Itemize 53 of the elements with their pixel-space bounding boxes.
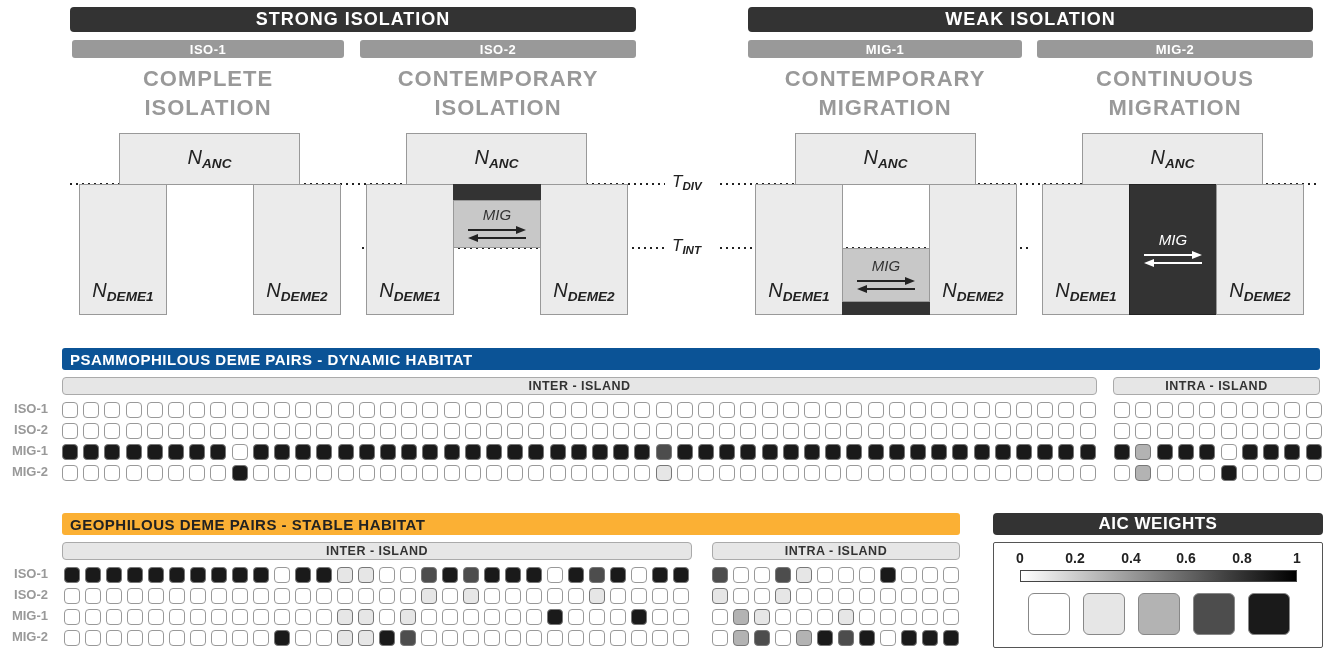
migration-bar xyxy=(842,302,930,315)
model-tab: ISO-2 xyxy=(360,40,636,58)
scale-tick-label: 1 xyxy=(1293,550,1301,566)
group-header: INTER - ISLAND xyxy=(62,377,1097,395)
group-header: INTRA - ISLAND xyxy=(1113,377,1320,395)
population-box: N$_{DEME1}$ xyxy=(366,184,454,315)
migration-label: MIG xyxy=(482,205,512,223)
row-label: ISO-1 xyxy=(13,566,48,581)
migration-label: MIG xyxy=(1158,231,1188,248)
migration-box xyxy=(1129,184,1217,315)
model-title: COMPLETE ISOLATION xyxy=(141,65,275,122)
population-box: N$_{ANC}$ xyxy=(1082,133,1263,185)
population-box: N$_{DEME2}$ xyxy=(929,184,1017,315)
row-label: MIG-2 xyxy=(10,464,48,479)
population-box: N$_{DEME2}$ xyxy=(253,184,341,315)
model-group-header: WEAK ISOLATION xyxy=(748,7,1313,32)
model-tab: MIG-1 xyxy=(748,40,1022,58)
population-box: N$_{DEME1}$ xyxy=(1042,184,1130,315)
scale-tick-label: 0.8 xyxy=(1232,550,1252,566)
model-tab: MIG-2 xyxy=(1037,40,1313,58)
population-box: N$_{DEME1}$ xyxy=(755,184,843,315)
row-label: ISO-2 xyxy=(13,587,48,602)
scale-tick-label: 0 xyxy=(1016,550,1024,566)
section-header: GEOPHILOUS DEME PAIRS - STABLE HABITAT xyxy=(62,513,960,535)
model-group-header: STRONG ISOLATION xyxy=(70,7,636,32)
model-title: CONTEMPORARY ISOLATION xyxy=(396,65,600,122)
population-box: N$_{DEME2}$ xyxy=(540,184,628,315)
migration-box xyxy=(842,248,930,302)
scale-tick-label: 0.4 xyxy=(1121,550,1141,566)
row-label: ISO-1 xyxy=(13,401,48,416)
group-header: INTER - ISLAND xyxy=(62,542,692,560)
model-title: CONTEMPORARY MIGRATION xyxy=(783,65,987,122)
model-tab: ISO-1 xyxy=(72,40,344,58)
scale-tick-label: 0.2 xyxy=(1065,550,1085,566)
row-label: MIG-1 xyxy=(10,608,48,623)
migration-box xyxy=(453,200,541,248)
time-label: T$_{DIV}$ xyxy=(672,172,702,193)
migration-label: MIG xyxy=(871,256,901,274)
migration-bar xyxy=(453,184,541,200)
section-header: PSAMMOPHILOUS DEME PAIRS - DYNAMIC HABITAT xyxy=(62,348,1320,370)
time-label: T$_{INT}$ xyxy=(672,236,701,257)
row-label: ISO-2 xyxy=(13,422,48,437)
population-box: N$_{ANC}$ xyxy=(795,133,976,185)
scale-tick-label: 0.6 xyxy=(1176,550,1196,566)
population-box: N$_{DEME2}$ xyxy=(1216,184,1304,315)
model-title: CONTINUOUS MIGRATION xyxy=(1095,65,1255,122)
legend-header: AIC WEIGHTS xyxy=(993,513,1323,535)
row-label: MIG-1 xyxy=(10,443,48,458)
population-box: N$_{ANC}$ xyxy=(406,133,587,185)
population-box: N$_{ANC}$ xyxy=(119,133,300,185)
row-label: MIG-2 xyxy=(10,629,48,644)
population-box: N$_{DEME1}$ xyxy=(79,184,167,315)
group-header: INTRA - ISLAND xyxy=(712,542,960,560)
